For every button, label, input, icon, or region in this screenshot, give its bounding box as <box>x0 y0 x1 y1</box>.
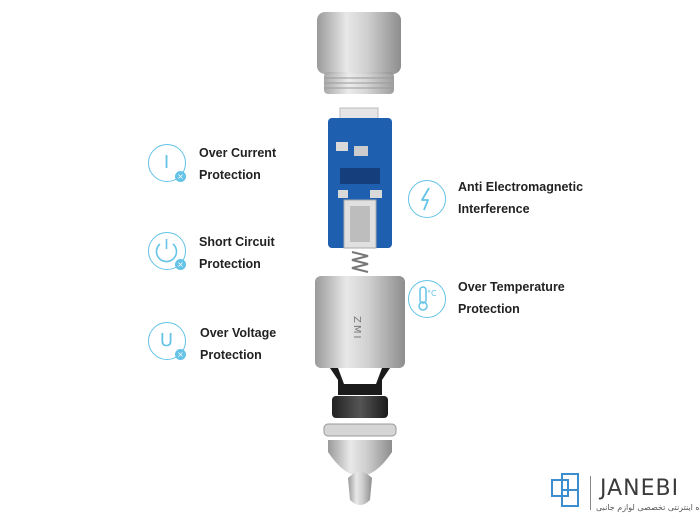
feature-title: Short Circuit <box>199 235 275 249</box>
thread-ring <box>332 396 388 418</box>
temperature-unit: °C <box>427 289 437 298</box>
brand-tagline: فروشگاه اینترنتی تخصصی لوازم جانبی <box>596 503 700 512</box>
washer <box>323 423 397 437</box>
black-clips <box>330 368 390 395</box>
spring <box>351 251 369 273</box>
janebi-logo-icon <box>551 473 579 507</box>
feature-subtitle: Protection <box>200 348 262 362</box>
badge-x-icon: × <box>175 349 186 360</box>
feature-title: Anti Electromagnetic <box>458 180 584 194</box>
feature-title: Over Voltage <box>200 326 277 340</box>
charger-exploded-illustration <box>315 12 405 505</box>
tip-pin <box>348 472 372 505</box>
feature-subtitle: Interference <box>458 202 530 216</box>
current-icon: I <box>148 144 186 182</box>
badge-x-icon: × <box>175 259 186 270</box>
brand-divider <box>590 476 591 510</box>
brand-name: JANEBI <box>600 476 680 501</box>
badge-x-icon: × <box>175 171 186 182</box>
feature-title: Over Current <box>199 146 277 160</box>
voltage-icon: U <box>148 322 186 360</box>
lightning-icon <box>408 180 446 218</box>
feature-subtitle: Protection <box>199 257 261 271</box>
thermometer-icon: °C <box>408 280 446 318</box>
tip-dome <box>328 440 392 476</box>
feature-title: Over Temperature <box>458 280 565 294</box>
metal-body <box>315 276 405 368</box>
feature-subtitle: Protection <box>458 302 520 316</box>
power-icon <box>148 232 186 270</box>
device-mark: ZMI <box>351 316 362 341</box>
feature-subtitle: Protection <box>199 168 261 182</box>
top-cap <box>317 12 401 74</box>
